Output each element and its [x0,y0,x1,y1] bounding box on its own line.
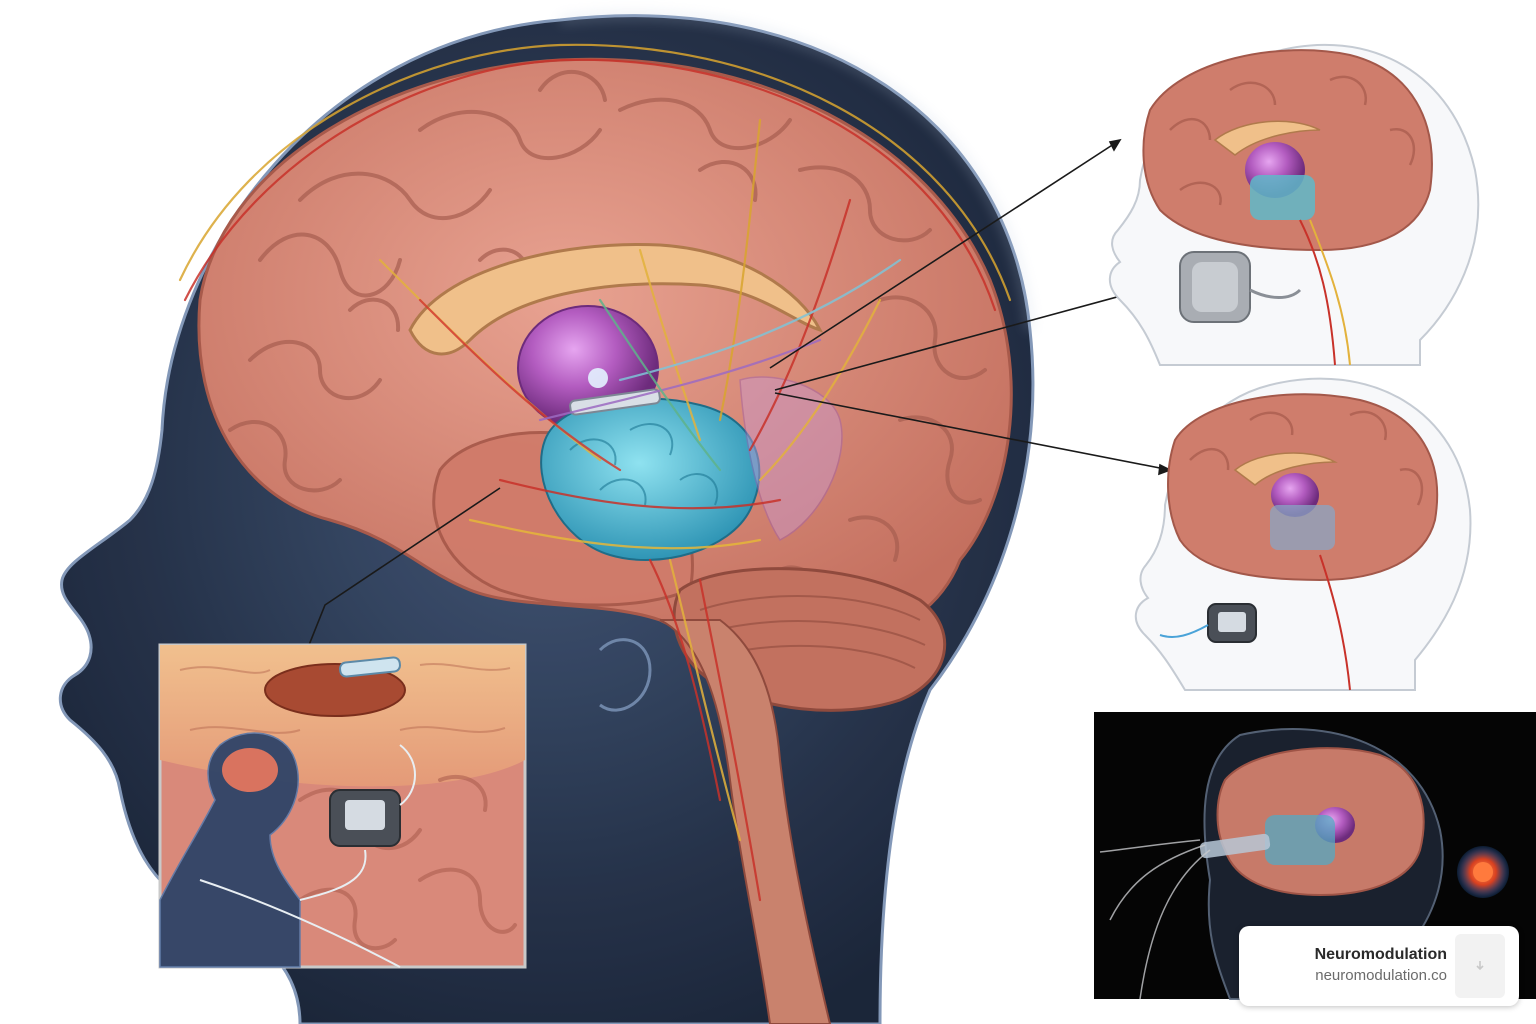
watermark-url[interactable]: neuromodulation.co [1315,967,1447,984]
inset-top-right [1108,43,1480,366]
brand-logo-glyph [1476,961,1484,971]
brand-logo-icon [1455,934,1505,998]
inset-middle-right [1134,377,1472,691]
main-brain [178,43,1013,1024]
watermark-text: Neuromodulation neuromodulation.co [1255,945,1455,987]
inset-bottom-left [158,643,527,969]
watermark-title: Neuromodulation [1314,946,1447,963]
watermark-card[interactable]: Neuromodulation neuromodulation.co [1239,926,1519,1006]
